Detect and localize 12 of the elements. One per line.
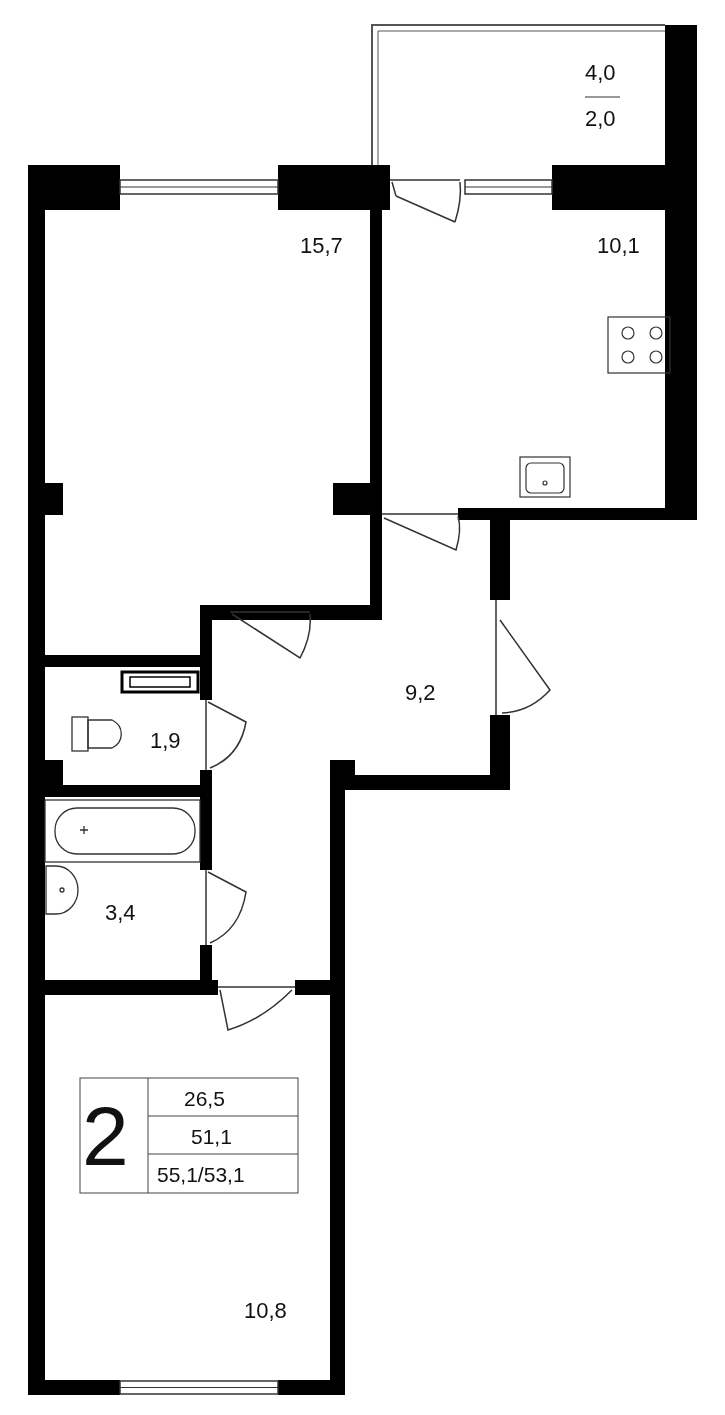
room-area-label: 3,4 bbox=[105, 902, 136, 924]
room-area-label: 10,1 bbox=[597, 235, 640, 257]
room-area-label: 1,9 bbox=[150, 730, 181, 752]
area-value: 26,5 bbox=[184, 1088, 225, 1109]
room-count: 2 bbox=[82, 1094, 129, 1178]
room-area-label: 15,7 bbox=[300, 235, 343, 257]
area-value: 51,1 bbox=[191, 1126, 232, 1147]
room-area-label: 9,2 bbox=[405, 682, 436, 704]
area-value: 55,1/53,1 bbox=[157, 1164, 245, 1185]
room-area-label: 4,0 bbox=[585, 62, 616, 84]
room-area-label: 10,8 bbox=[244, 1300, 287, 1322]
room-area-label: 2,0 bbox=[585, 108, 616, 130]
